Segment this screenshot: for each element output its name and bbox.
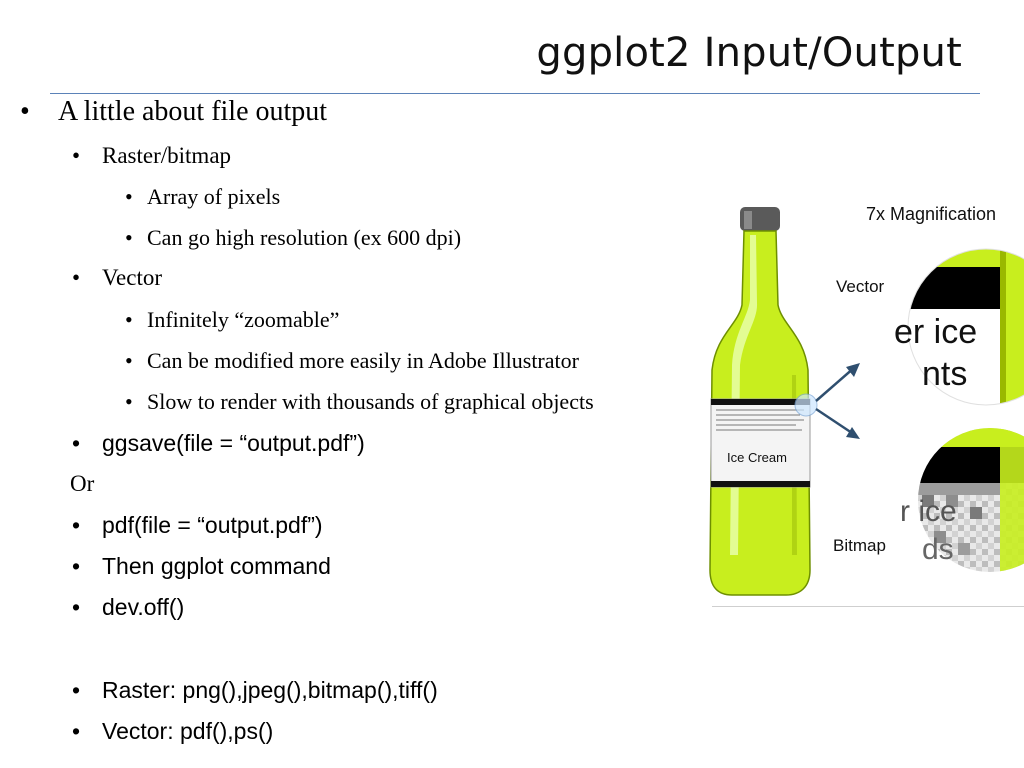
list-item-text: dev.off() [102, 594, 185, 620]
list-item-text: Vector [102, 265, 163, 290]
illustration-baseline [712, 606, 1024, 607]
bullet-dot: • [72, 553, 81, 579]
bitmap-zoom-text: r ice [900, 495, 957, 528]
list-item-text: Infinitely “zoomable” [147, 307, 340, 332]
list-item: • Array of pixels [125, 184, 281, 210]
list-item-text: A little about file output [58, 96, 328, 127]
bottle-label-text: Ice Cream [727, 450, 787, 465]
list-item-text: Raster: png(),jpeg(),bitmap(),tiff() [102, 677, 438, 703]
list-item: • Vector [72, 265, 163, 291]
bottle-graphic [709, 207, 1024, 596]
vector-vs-bitmap-illustration: er ice nts r ice ds [700, 195, 1024, 610]
list-item: • Can be modified more easily in Adobe I… [125, 348, 579, 374]
list-item: • Slow to render with thousands of graph… [125, 389, 594, 415]
bullet-dot: • [72, 430, 81, 456]
list-item: • dev.off() [72, 594, 185, 621]
list-item-text: Or [70, 471, 95, 496]
list-item-text: Slow to render with thousands of graphic… [147, 389, 594, 414]
list-item: • ggsave(file = “output.pdf”) [72, 430, 365, 457]
bottle-label [710, 398, 811, 488]
list-item: • Can go high resolution (ex 600 dpi) [125, 225, 462, 251]
list-item: • pdf(file = “output.pdf”) [72, 512, 323, 539]
bullet-dot: • [125, 389, 133, 414]
vector-zoom-text: er ice [894, 313, 978, 351]
list-item-text: Then ggplot command [102, 553, 331, 579]
bullet-dot: • [125, 225, 133, 250]
bullet-dot: • [125, 184, 133, 209]
bullet-dot: • [72, 677, 81, 703]
list-item: • A little about file output [20, 96, 328, 128]
bullet-dot: • [125, 307, 133, 332]
list-item-text: Vector: pdf(),ps() [102, 718, 274, 744]
list-item: • Then ggplot command [72, 553, 331, 580]
vector-label: Vector [836, 277, 885, 296]
list-item: Or [70, 471, 94, 497]
list-item: • Infinitely “zoomable” [125, 307, 340, 333]
magnification-label: 7x Magnification [866, 204, 997, 224]
bitmap-label: Bitmap [833, 536, 886, 555]
list-item: • Raster: png(),jpeg(),bitmap(),tiff() [72, 677, 438, 704]
bullet-dot: • [72, 718, 81, 744]
title-divider [50, 93, 980, 94]
list-item-text: Can go high resolution (ex 600 dpi) [147, 225, 462, 250]
bullet-dot: • [72, 265, 81, 290]
bitmap-zoom-text: ds [922, 533, 954, 566]
slide-title: ggplot2 Input/Output [536, 30, 962, 76]
list-item-text: Array of pixels [147, 184, 281, 209]
list-item: • Vector: pdf(),ps() [72, 718, 274, 745]
list-item-text: pdf(file = “output.pdf”) [102, 512, 323, 538]
bullet-dot: • [20, 96, 30, 127]
list-item: • Raster/bitmap [72, 143, 232, 169]
bullet-dot: • [72, 594, 81, 620]
vector-zoom-text: nts [922, 355, 968, 393]
list-item-text: Raster/bitmap [102, 143, 232, 168]
bullet-dot: • [72, 512, 81, 538]
list-item-text: ggsave(file = “output.pdf”) [102, 430, 365, 456]
bullet-dot: • [125, 348, 133, 373]
list-item-text: Can be modified more easily in Adobe Ill… [147, 348, 579, 373]
bullet-dot: • [72, 143, 81, 168]
